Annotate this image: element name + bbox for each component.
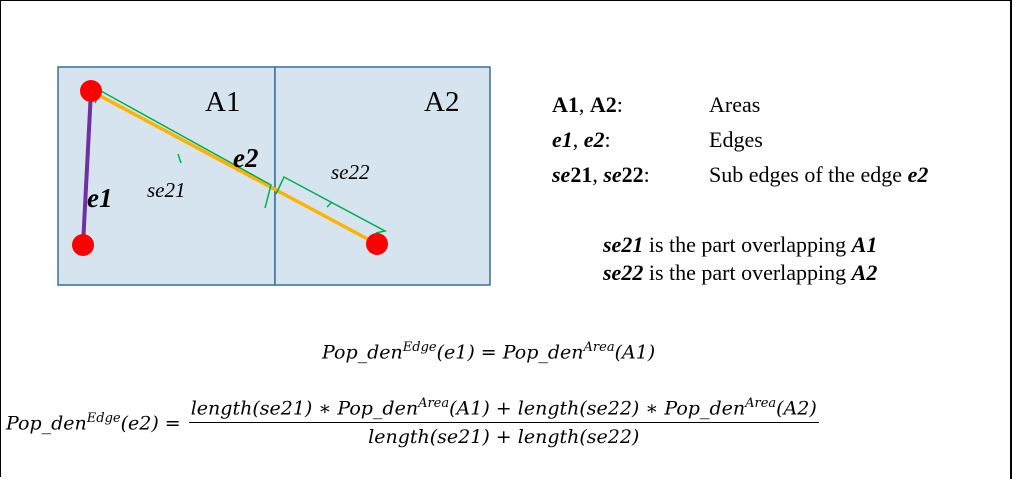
label-se21: se21 [147,178,186,202]
formula-e2-denominator: length(se21) + length(se22) [368,426,640,449]
formula-e2-numerator: length(se21) ∗ Pop_denArea(A1) + length(… [188,396,819,424]
node-bottom-left [72,234,94,256]
formula-e2-lhs: Pop_denEdge(e2) = [6,410,181,434]
node-bottom-right [366,233,388,255]
subedge-se22-bracket [275,175,388,234]
note-se22: se22 is the part overlapping A2 [603,260,878,285]
legend-value: Sub edges of the edge e2 [709,162,929,187]
formula-e2-fraction: length(se21) ∗ Pop_denArea(A1) + length(… [188,396,819,449]
edge-e1 [81,90,93,246]
label-a1: A1 [205,86,240,118]
subedge-se22-tick [326,201,333,208]
area-a1 [57,66,276,286]
label-se22: se22 [331,160,370,184]
note-se21: se21 is the part overlapping A1 [603,232,878,257]
legend-key: A1, A2: [552,92,623,117]
legend-key: se21, se22: [552,162,650,187]
legend-value: Edges [709,127,763,152]
formula-e1: Pop_denEdge(e1) = Pop_denArea(A1) [322,340,656,364]
edge-e2 [90,89,378,246]
formula-e2: Pop_denEdge(e2) = length(se21) ∗ Pop_den… [6,396,819,448]
figure-frame-right-edge [1010,0,1012,479]
legend-key: e1, e2: [552,127,611,152]
label-e2: e2 [233,143,258,173]
label-a2: A2 [424,86,459,118]
subedge-se21-tick [177,153,182,164]
label-e1: e1 [87,183,112,213]
legend-value: Areas [709,92,761,117]
node-top-left [80,80,102,102]
